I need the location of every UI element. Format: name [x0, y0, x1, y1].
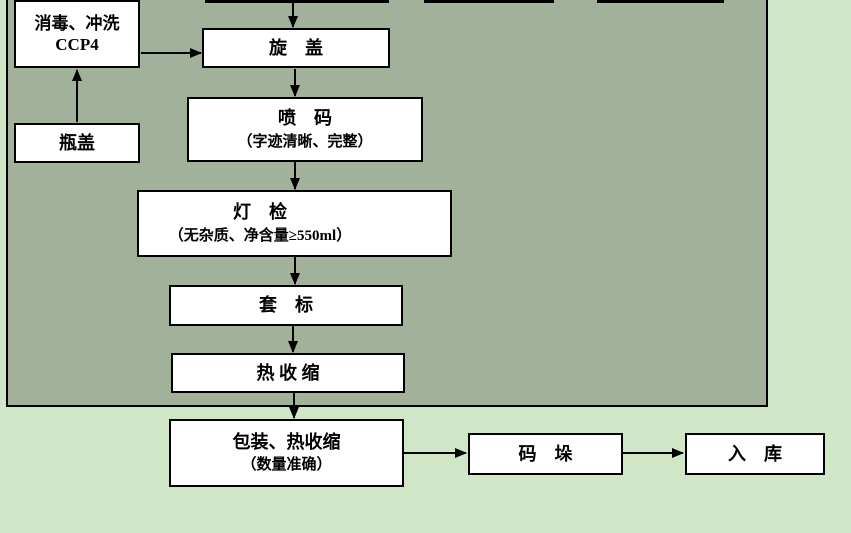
node-label: 喷 码 [278, 108, 332, 129]
node-note: （数量准确） [241, 457, 332, 474]
cutoff-box-edge-3 [597, 0, 724, 3]
flow-node-palletizing: 码 垛 [468, 433, 623, 475]
node-note: （无杂质、净含量≥550ml） [168, 227, 352, 244]
node-note: （字迹清晰、完整） [237, 133, 373, 150]
node-label-line2: CCP4 [55, 35, 99, 54]
flow-node-inkjet-coding: 喷 码 （字迹清晰、完整） [187, 97, 423, 162]
flow-node-heat-shrink: 热 收 缩 [171, 353, 405, 393]
node-label: 套 标 [259, 295, 313, 316]
cutoff-box-edge-1 [205, 0, 389, 3]
cutoff-box-edge-2 [424, 0, 554, 3]
flow-node-light-inspection: 灯 检 （无杂质、净含量≥550ml） [137, 190, 452, 257]
node-label: 瓶盖 [59, 132, 95, 153]
node-label: 消毒、冲洗 [34, 13, 120, 33]
flow-node-capping: 旋 盖 [202, 28, 390, 68]
node-label: 包装、热收缩 [232, 431, 341, 452]
flow-node-packing: 包装、热收缩 （数量准确） [169, 419, 404, 487]
flow-node-warehousing: 入 库 [685, 433, 825, 475]
node-label: 码 垛 [518, 443, 573, 464]
flow-node-cap-sanitize-ccp4: 消毒、冲洗 CCP4 [14, 0, 140, 68]
node-label: 旋 盖 [269, 37, 323, 58]
flow-node-sleeve-labeling: 套 标 [169, 285, 403, 326]
node-label: 热 收 缩 [256, 362, 320, 383]
node-label: 灯 检 [233, 202, 287, 223]
flow-node-bottle-cap: 瓶盖 [14, 123, 140, 163]
node-text-block: 灯 检 （无杂质、净含量≥550ml） [147, 201, 373, 245]
node-label: 入 库 [728, 443, 782, 464]
